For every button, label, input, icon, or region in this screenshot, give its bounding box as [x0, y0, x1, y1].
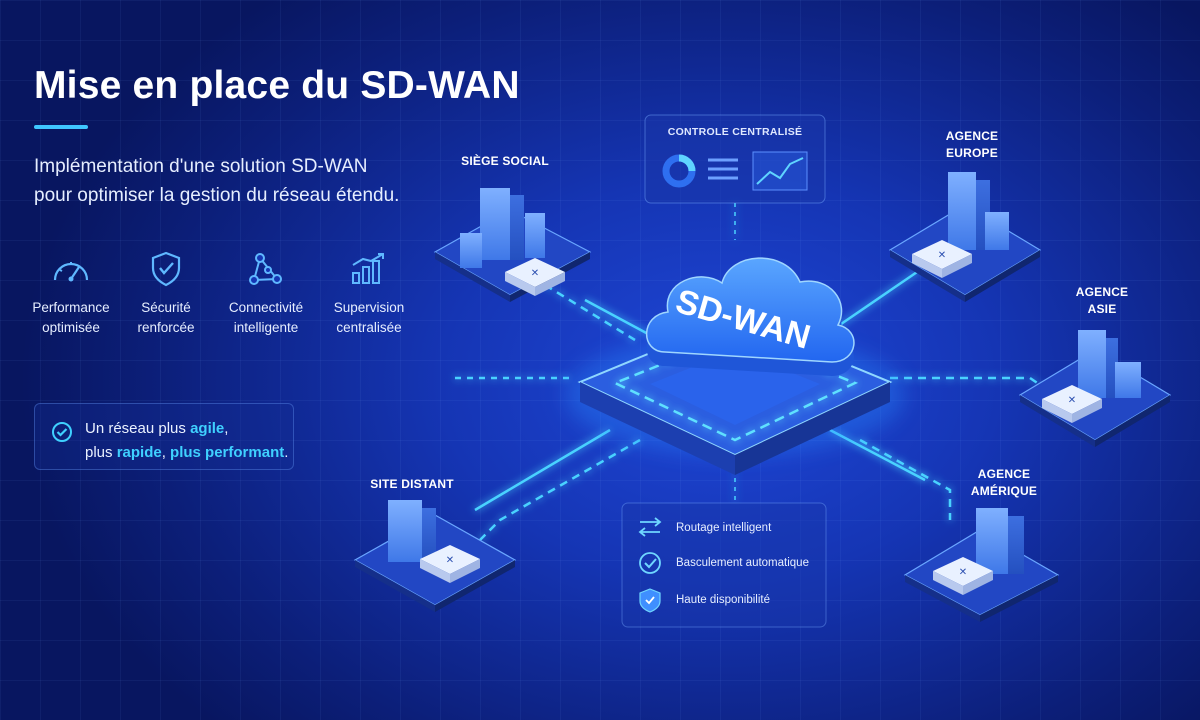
list-lines-icon [708, 158, 738, 180]
control-panel-title: CONTROLE CENTRALISÉ [667, 126, 803, 138]
svg-text:✕: ✕ [531, 268, 539, 279]
feature-securite: Sécurité renforcée [116, 248, 216, 338]
tagline-text-part: , [161, 444, 171, 461]
check-circle-icon [52, 422, 72, 442]
site-siege-social: ✕ [433, 188, 592, 302]
tagline-text-part: plus [85, 444, 117, 461]
link-siege [544, 283, 636, 342]
tagline-text-part: . [284, 444, 289, 461]
feature-performance: Performance optimisée [21, 248, 121, 338]
site-agence-amerique: ✕ [903, 508, 1060, 622]
check-circle-icon [639, 552, 661, 574]
site-label-line: SIÈGE SOCIAL [461, 154, 549, 168]
feature-connectivite: Connectivité intelligente [216, 248, 316, 338]
tagline-text-part: , [224, 420, 229, 437]
feature-performance-label: Performance optimisée [21, 298, 121, 338]
label-agence-asie: AGENCE ASIE [1042, 284, 1162, 318]
shield-check-icon [639, 588, 661, 613]
connection-lines [455, 203, 1056, 541]
svg-text:✕: ✕ [938, 250, 946, 261]
tagline-highlight: rapide [116, 444, 162, 461]
routing-arrows-icon [638, 517, 662, 537]
feature-supervision-label: Supervision centralisée [319, 298, 419, 338]
tagline-line-2: plus rapide, plus performant. [85, 441, 288, 465]
link-siege-2 [584, 298, 651, 337]
link-amerique [859, 438, 952, 520]
site-label-line: AGENCE [977, 467, 1031, 481]
router-icon: ✕ [933, 557, 993, 595]
benefit-disponibilite: Haute disponibilité [676, 594, 770, 606]
benefits-panel [621, 502, 827, 628]
label-site-distant: SITE DISTANT [352, 476, 472, 493]
site-agence-asie: ✕ [1018, 330, 1172, 447]
feature-line: Sécurité [141, 300, 191, 315]
svg-text:✕: ✕ [1068, 395, 1076, 406]
feature-supervision: Supervision centralisée [319, 248, 419, 338]
subtitle-line-2: pour optimiser la gestion du réseau éten… [34, 185, 400, 206]
page-subtitle: Implémentation d'une solution SD-WAN pou… [34, 152, 434, 210]
tagline-highlight: agile [190, 420, 225, 437]
router-icon: ✕ [505, 258, 565, 296]
site-label-line: AMÉRIQUE [970, 484, 1038, 498]
network-nodes-icon [216, 248, 316, 290]
router-icon: ✕ [912, 240, 972, 278]
siege-buildings [460, 188, 545, 268]
feature-securite-label: Sécurité renforcée [116, 298, 216, 338]
bar-chart-icon [319, 248, 419, 290]
feature-line: Supervision [333, 300, 405, 315]
feature-connectivite-label: Connectivité intelligente [216, 298, 316, 338]
tagline-line-1: Un réseau plus agile, [85, 417, 288, 441]
speedometer-icon [21, 248, 121, 290]
feature-line: optimisée [42, 320, 100, 335]
site-label-line: SITE DISTANT [370, 477, 454, 491]
tagline-box: Un réseau plus agile, plus rapide, plus … [34, 403, 294, 470]
feature-line: centralisée [336, 320, 402, 335]
tagline-text-part: Un réseau plus [85, 420, 191, 437]
router-icon: ✕ [420, 545, 480, 583]
label-siege-social: SIÈGE SOCIAL [440, 153, 570, 170]
site-label-line: AGENCE [1075, 285, 1129, 299]
link-distant-2 [474, 428, 611, 512]
label-agence-europe: AGENCE EUROPE [912, 128, 1032, 162]
benefit-basculement: Basculement automatique [676, 557, 809, 569]
site-agence-europe: ✕ [888, 172, 1042, 302]
page-title: Mise en place du SD-WAN [34, 64, 520, 107]
subtitle-line-1: Implémentation d'une solution SD-WAN [34, 156, 368, 177]
benefit-routage: Routage intelligent [676, 522, 772, 534]
site-label-line: ASIE [1087, 302, 1117, 316]
shield-check-icon [116, 248, 216, 290]
title-underline [34, 125, 88, 129]
feature-line: renforcée [137, 320, 195, 335]
donut-chart-icon [662, 154, 696, 188]
control-panel [644, 114, 826, 204]
feature-line: intelligente [233, 320, 299, 335]
tagline-text: Un réseau plus agile, plus rapide, plus … [85, 417, 288, 465]
sd-wan-cloud: SD-WAN [645, 257, 855, 376]
router-icon: ✕ [1042, 385, 1102, 423]
feature-line: Connectivité [228, 300, 304, 315]
site-label-line: AGENCE [945, 129, 999, 143]
line-chart-icon [752, 151, 808, 191]
label-agence-amerique: AGENCE AMÉRIQUE [944, 466, 1064, 500]
link-distant [479, 438, 641, 541]
svg-text:✕: ✕ [959, 567, 967, 578]
feature-line: Performance [32, 300, 110, 315]
site-label-line: EUROPE [946, 146, 998, 160]
site-distant: ✕ [353, 500, 517, 612]
svg-text:✕: ✕ [446, 555, 454, 566]
tagline-highlight: plus performant [170, 444, 285, 461]
